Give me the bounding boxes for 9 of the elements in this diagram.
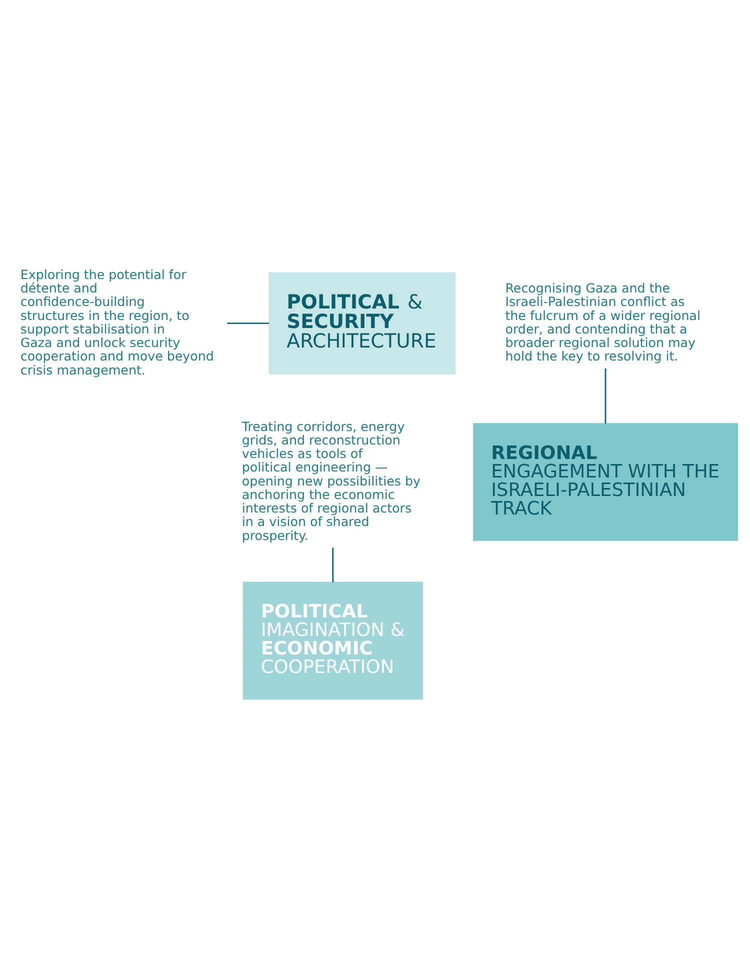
node-text: Exploring the potential for détente and confidence-building structures in the region, to support stabilisation in Gaza and unlock security cooperation and move beyond crisis management. <box>20 266 214 378</box>
node-text: Treating corridors, energy grids, and reconstruction vehicles as tools of political engineering — opening new possibilities by anchoring the economic interests of regional actors in a vision of shared prosperity. <box>242 418 420 543</box>
connector <box>332 548 334 582</box>
node-box: POLITICAL IMAGINATION & ECONOMIC COOPERATION <box>242 582 423 700</box>
connector <box>227 322 270 324</box>
connector <box>604 368 606 424</box>
node-box: POLITICAL & SECURITY ARCHITECTURE <box>268 272 456 374</box>
node-text: Recognising Gaza and the Israeli-Palestinian conflict as the fulcrum of a wider regional order, and contending that a broader regional solution may hold the key to resolving it. <box>505 280 701 364</box>
node-box: REGIONAL ENGAGEMENT WITH THE ISRAELI-PALESTINIAN TRACK <box>473 423 738 541</box>
